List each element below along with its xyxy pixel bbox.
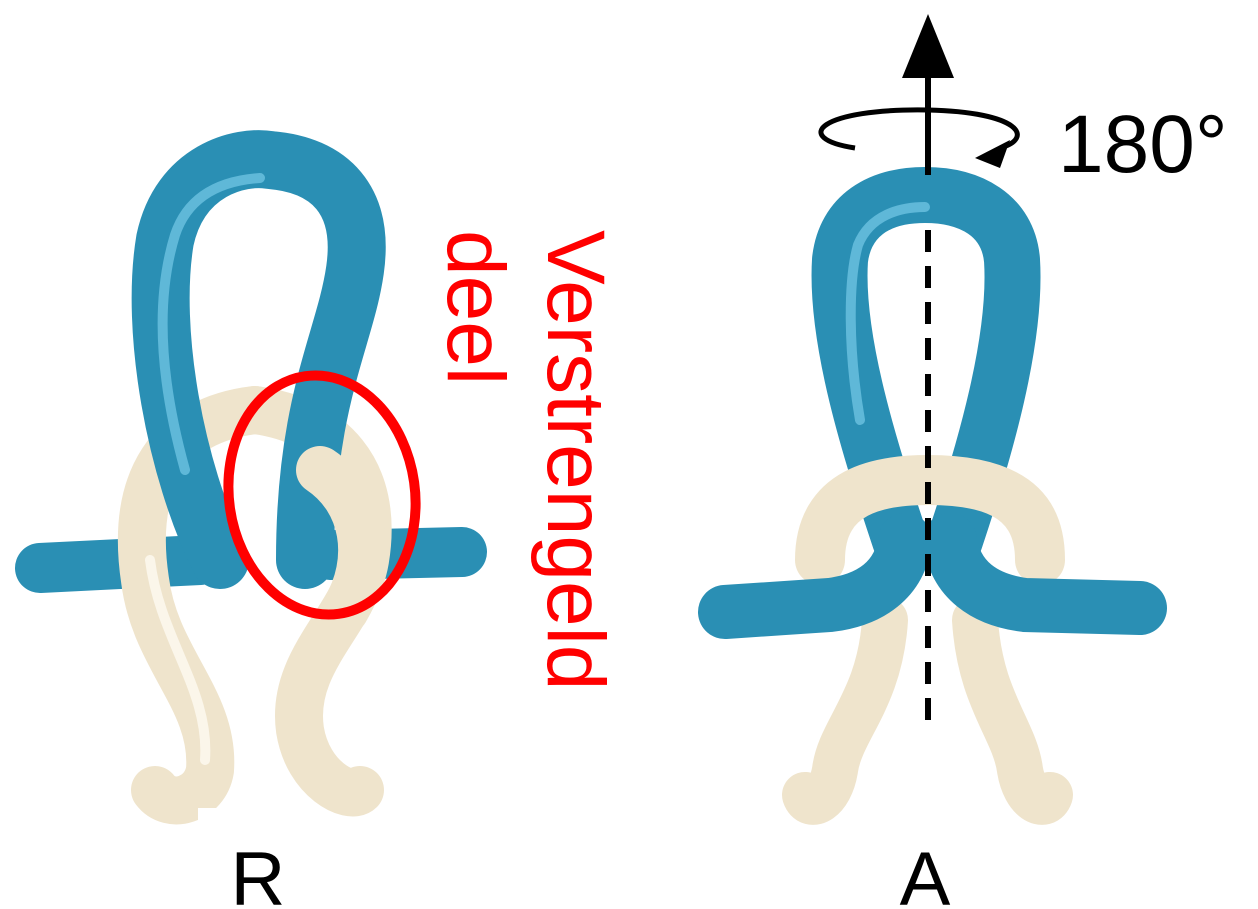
axis-arrowhead <box>902 14 954 78</box>
rotation-arc <box>821 110 1017 148</box>
a-cream-strand-left <box>805 620 885 802</box>
structure-a <box>725 195 1140 802</box>
a-cream-strand-right <box>975 620 1050 802</box>
right-structure-label: A <box>900 837 951 909</box>
structure-r <box>40 159 462 800</box>
rotation-arrowhead <box>975 140 1010 168</box>
annotation-line1: Verstrengeld <box>530 230 621 690</box>
rotation-label: 180° <box>1058 99 1228 190</box>
left-structure-label: R <box>231 837 286 909</box>
annotation-line2: deel <box>430 230 521 385</box>
